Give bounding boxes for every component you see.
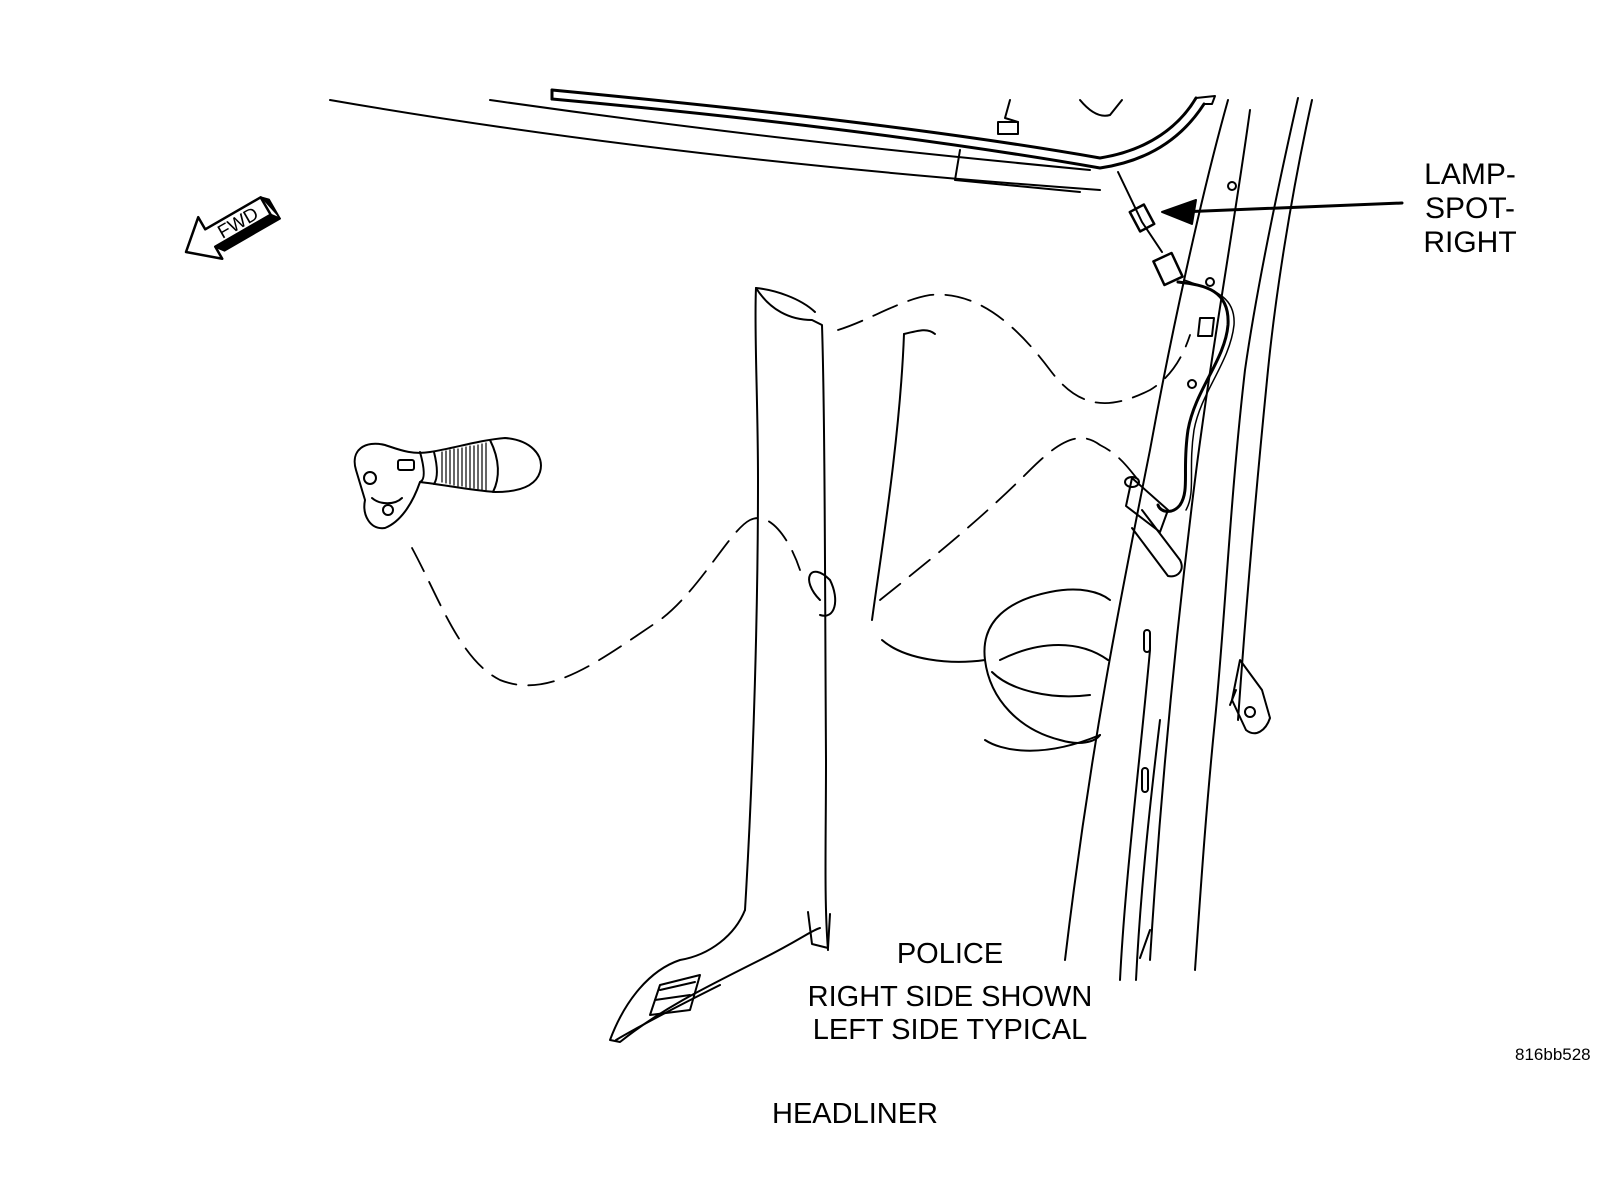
- callout-line-3: RIGHT: [1423, 226, 1517, 259]
- callout-line-2: SPOT-: [1424, 192, 1515, 225]
- callout-leader-arrow: [1161, 199, 1404, 225]
- callout-line-1: LAMP-: [1424, 158, 1516, 191]
- figure-code: 816bb528: [1515, 1045, 1591, 1064]
- spot-lamp-connector: [1117, 171, 1235, 578]
- police-note: POLICE RIGHT SIDE SHOWN LEFT SIDE TYPICA…: [790, 938, 1110, 1047]
- mirror-outline: [983, 588, 1111, 752]
- spot-lamp-body: [353, 437, 542, 530]
- note-line-3: LEFT SIDE TYPICAL: [812, 1014, 1088, 1046]
- figure-caption: HEADLINER: [772, 1098, 938, 1130]
- note-line-2: RIGHT SIDE SHOWN: [807, 981, 1093, 1013]
- fwd-arrow-icon: FWD: [184, 196, 281, 261]
- callout-lamp-spot-right: LAMP- SPOT- RIGHT: [1400, 158, 1540, 260]
- note-line-1: POLICE: [896, 938, 1004, 970]
- spot-lamp-knurl: [441, 442, 487, 491]
- roof-harness: [550, 88, 1216, 170]
- b-pillar-trim: [609, 287, 986, 1043]
- installation-path: [411, 293, 1191, 687]
- headliner-outline: [329, 99, 1123, 193]
- right-clip: [1229, 659, 1271, 735]
- a-pillar-frame: [1064, 97, 1313, 981]
